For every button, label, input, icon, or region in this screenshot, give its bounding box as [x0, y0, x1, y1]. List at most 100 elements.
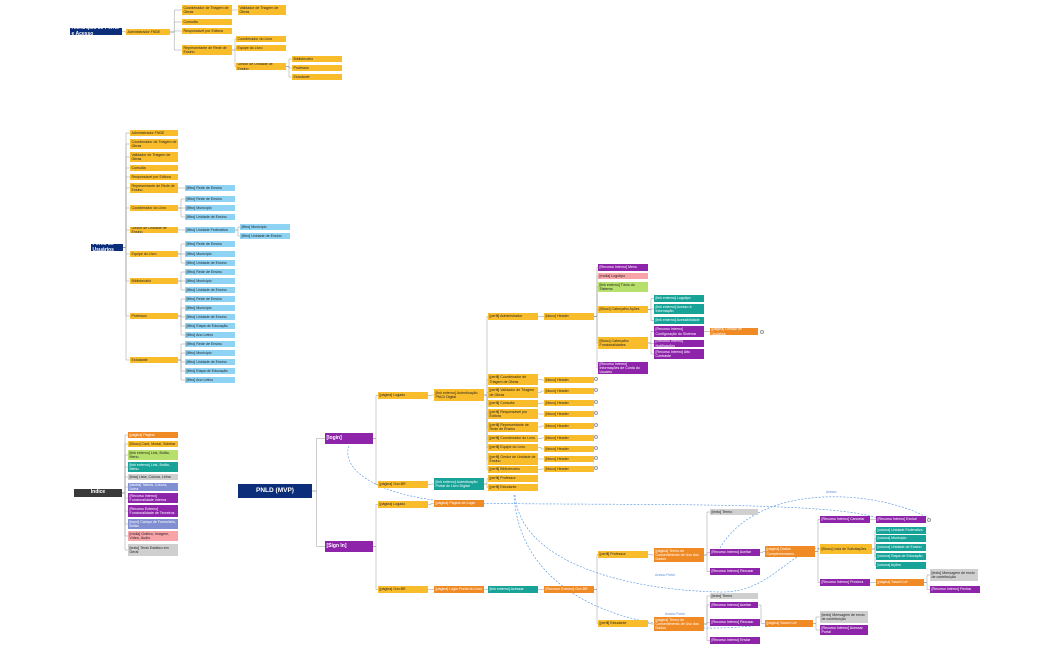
- mind-map-node[interactable]: [link externo] Logotipo: [654, 295, 704, 302]
- mind-map-node[interactable]: [filtro] Unidade de Ensino: [185, 260, 235, 266]
- mind-map-node[interactable]: [filtro] Rede de Ensino: [185, 185, 235, 191]
- mind-map-node[interactable]: [Bloco] Card, Modal, Sidebar: [128, 441, 178, 447]
- mind-map-node[interactable]: Professor: [130, 313, 178, 319]
- mind-map-node[interactable]: Estudante: [130, 357, 178, 363]
- mind-map-node[interactable]: [página] Logado: [378, 392, 428, 399]
- mind-map-node[interactable]: [Sign In]: [325, 541, 373, 552]
- mind-map-node[interactable]: [Recurso Externo] Gov.BR: [544, 586, 594, 593]
- mind-map-node[interactable]: Representante de Rede de Ensino: [130, 183, 178, 193]
- mind-map-node[interactable]: [filtro] Município: [185, 251, 235, 257]
- mind-map-node[interactable]: [filtro] Etapa de Educação: [185, 368, 235, 374]
- mind-map-node[interactable]: [texto] Mensagem de envio de contribuiçã…: [930, 569, 978, 581]
- mind-map-node[interactable]: [login]: [325, 433, 373, 444]
- collapse-toggle-icon[interactable]: [594, 445, 598, 450]
- mind-map-node[interactable]: [perfil] Representante de Rede de Ensino: [488, 422, 538, 432]
- mind-map-node[interactable]: [coluna] Unidade Federativa: [876, 527, 926, 534]
- mind-map-node[interactable]: [bloco] Header: [544, 466, 594, 472]
- mind-map-node[interactable]: [perfil] Responsável por Editora: [488, 409, 538, 419]
- mind-map-node[interactable]: [Recurso Interno] Aceitar: [710, 602, 758, 608]
- mind-map-node[interactable]: [perfil] Validador de Triagem de Obras: [488, 387, 538, 398]
- mind-map-node[interactable]: [perfil] Coordenador de Triagem de Obras: [488, 374, 538, 385]
- mind-map-node[interactable]: [coluna] Ações: [876, 562, 926, 569]
- mind-map-node[interactable]: Coordenador de Triagem de Obras: [130, 139, 178, 149]
- mind-map-node[interactable]: Bibliotecário: [130, 278, 178, 284]
- mind-map-node[interactable]: [Recurso Interno] Excluir: [876, 516, 926, 523]
- mind-map-node[interactable]: [link externo] Título do Sistema: [598, 282, 648, 292]
- collapse-toggle-icon[interactable]: [594, 387, 598, 392]
- mind-map-node[interactable]: [link externo] Link, Botão, Menu: [128, 450, 178, 460]
- mind-map-node[interactable]: [Recurso Interno] Recusar: [710, 568, 760, 575]
- collapse-toggle-icon[interactable]: [594, 465, 598, 470]
- mind-map-node[interactable]: [filtro] Rede de Ensino: [185, 269, 235, 275]
- mind-map-node[interactable]: [Recurso Interno] Informações de Conta d…: [598, 362, 648, 374]
- mind-map-node[interactable]: [coluna] Município: [876, 535, 926, 542]
- mind-map-node[interactable]: [bloco] Header: [544, 388, 594, 394]
- mind-map-node[interactable]: [Recurso Interno] Próxima: [820, 579, 870, 586]
- mind-map-node[interactable]: [link externo] Acessibilidade: [654, 317, 704, 324]
- mind-map-node[interactable]: [Recurso Interno] Configuração do Sistem…: [654, 326, 704, 337]
- mind-map-node[interactable]: Estudante: [292, 74, 342, 80]
- mind-map-node[interactable]: [link externo] Link, Botão, Menu: [128, 462, 178, 472]
- mind-map-node[interactable]: Hierarquia de Perfis e Acesso: [70, 28, 122, 35]
- mind-map-node[interactable]: [link externo] Acessar: [488, 586, 538, 593]
- mind-map-node[interactable]: Responsável por Editora: [130, 174, 178, 180]
- mind-map-node[interactable]: [filtro] Município: [185, 205, 235, 211]
- mind-map-node[interactable]: [Recurso Interno] Aceitar: [710, 549, 760, 556]
- mind-map-node[interactable]: [perfil] Estudante: [488, 484, 538, 491]
- mind-map-node[interactable]: Consulta: [182, 19, 232, 25]
- collapse-toggle-icon[interactable]: [594, 410, 598, 415]
- mind-map-node[interactable]: [perfil] Gestor de Unidade de Ensino: [488, 453, 538, 465]
- mind-map-node[interactable]: [filtro] Rede de Ensino: [185, 241, 235, 247]
- mind-map-node[interactable]: [mídia] Gráfico, Imagem, Vídeo, Áudio: [128, 531, 178, 541]
- mind-map-node[interactable]: [Recurso Interno] Notificações: [654, 340, 704, 347]
- mind-map-node[interactable]: [input] Campo de Formulário, Botão: [128, 519, 178, 529]
- mind-map-node[interactable]: Professor: [292, 65, 342, 71]
- mind-map-node[interactable]: Coordenador do Livro: [236, 36, 286, 42]
- mind-map-node[interactable]: Administrador FNDE: [130, 130, 178, 136]
- mind-map-node[interactable]: [bloco] Header: [544, 411, 594, 417]
- mind-map-node[interactable]: [Recurso Interno] Fechar: [930, 586, 980, 593]
- collapse-toggle-icon[interactable]: [927, 517, 931, 522]
- mind-map-node[interactable]: [bloco] Header: [544, 377, 594, 383]
- mind-map-node[interactable]: [Recurso Externo] Funcionalidade de Terc…: [128, 505, 178, 517]
- mind-map-node[interactable]: [página] Gov.BR: [378, 481, 428, 488]
- mind-map-node[interactable]: [filtro] Rede de Ensino: [185, 341, 235, 347]
- mind-map-node[interactable]: [filtro] Ano Letivo: [185, 332, 235, 338]
- mind-map-node[interactable]: [filtro] Unidade de Ensino: [240, 233, 290, 239]
- mind-map-node[interactable]: [página] Gov.BR: [378, 586, 428, 593]
- mind-map-node[interactable]: [página] Gestão de Usuários: [710, 328, 758, 335]
- mind-map-node[interactable]: [Bloco] Cabeçalho Ações: [598, 306, 648, 313]
- mind-map-node[interactable]: Indice: [74, 489, 122, 497]
- mind-map-node[interactable]: [página] Login Portal do Livro: [434, 586, 484, 593]
- mind-map-node[interactable]: [página] Termo de Consentimento de Uso d…: [654, 617, 704, 631]
- mind-map-node[interactable]: [lista] Lista, Coluna, Linha: [128, 474, 178, 480]
- mind-map-node[interactable]: Equipe do Livro: [236, 45, 286, 51]
- mind-map-node[interactable]: [Recurso Interno] Recusar: [710, 619, 760, 626]
- mind-map-node[interactable]: [perfil] Estudante: [598, 620, 648, 627]
- mind-map-node[interactable]: [texto] Texto Estático em Geral: [128, 544, 178, 556]
- mind-map-node[interactable]: Validador de Triagem de Obras: [238, 5, 286, 15]
- mind-map-node[interactable]: [Bloco] Cabeçalho Funcionalidades: [598, 337, 648, 349]
- mind-map-node[interactable]: [filtro] Ano Letivo: [185, 377, 235, 383]
- mind-map-node[interactable]: [página] Página: [128, 432, 178, 438]
- mind-map-node[interactable]: [Bloco] Lista de Solicitações: [820, 544, 872, 554]
- mind-map-node[interactable]: [filtro] Unidade de Ensino: [185, 314, 235, 320]
- mind-map-node[interactable]: [mídia] Logotipo: [598, 273, 648, 279]
- mind-map-node[interactable]: [filtro] Unidade de Ensino: [185, 214, 235, 220]
- mind-map-node[interactable]: [perfil] Consulta: [488, 400, 538, 407]
- collapse-toggle-icon[interactable]: [594, 434, 598, 439]
- mind-map-node[interactable]: Representante de Rede de Ensino: [182, 45, 232, 55]
- mind-map-node[interactable]: Equipe do Livro: [130, 251, 178, 257]
- collapse-toggle-icon[interactable]: [594, 455, 598, 460]
- mind-map-node[interactable]: Coordenador de Triagem de Obras: [182, 5, 232, 15]
- mind-map-node[interactable]: Validador de Triagem de Obras: [130, 152, 178, 162]
- mind-map-node[interactable]: [página] Termo de Consentimento de Uso d…: [654, 548, 704, 562]
- collapse-toggle-icon[interactable]: [594, 399, 598, 404]
- mind-map-node[interactable]: Consulta: [130, 165, 178, 171]
- mind-map-node[interactable]: [perfil] Professor: [488, 475, 538, 482]
- mind-map-node[interactable]: [bloco] Header: [544, 400, 594, 406]
- mind-map-node[interactable]: Perfis de Usuários: [91, 244, 123, 251]
- mind-map-node[interactable]: [bloco] Header: [544, 456, 594, 462]
- mind-map-node[interactable]: [bloco] Header: [544, 435, 594, 441]
- mind-map-node[interactable]: [filtro] Unidade de Ensino: [185, 287, 235, 293]
